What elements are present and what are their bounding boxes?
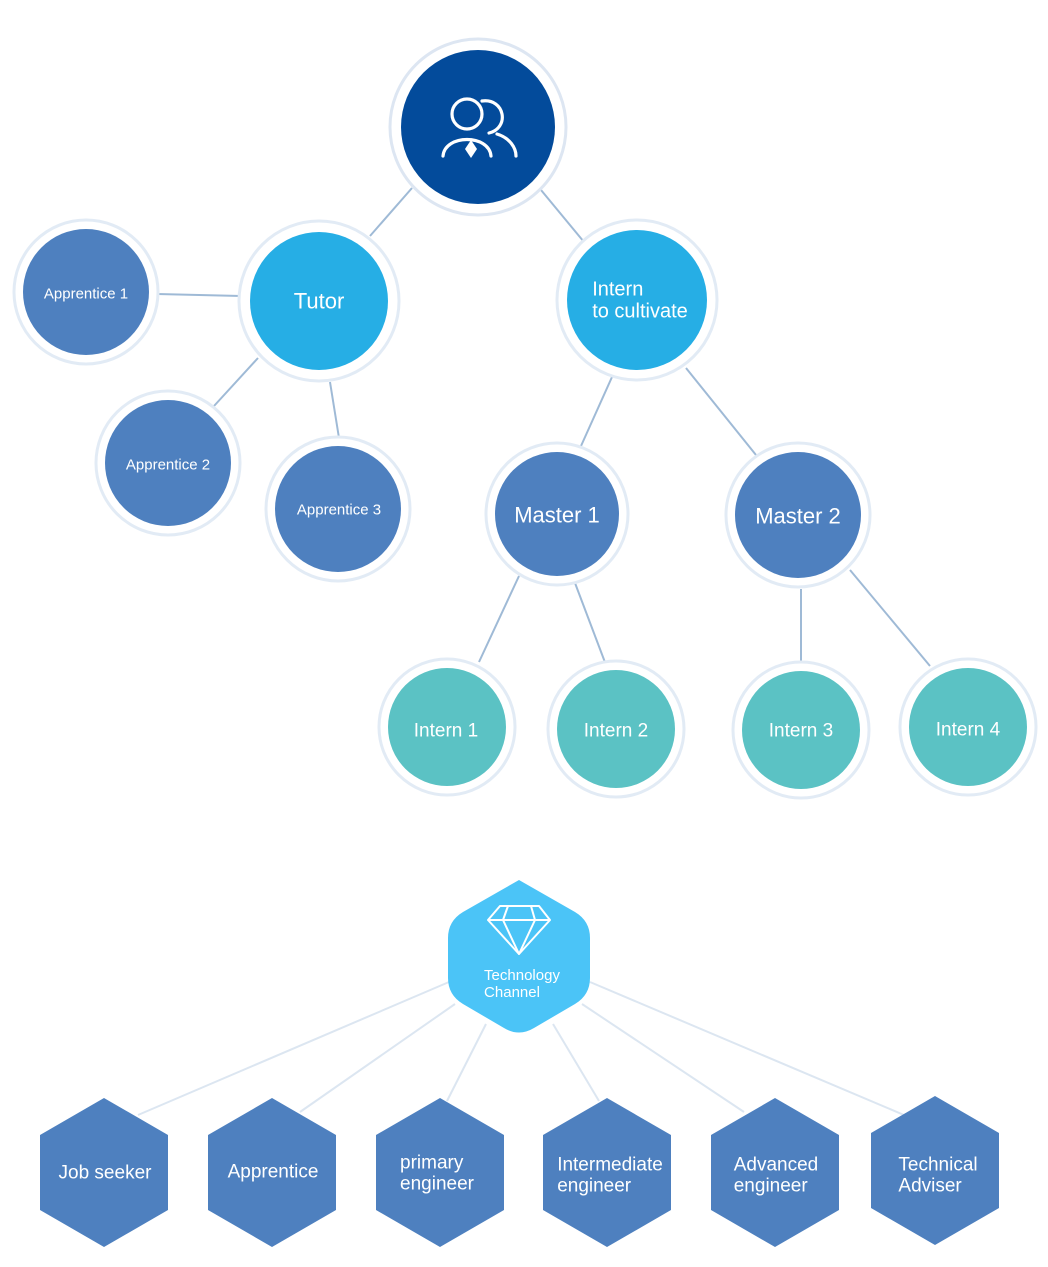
users-icon [441, 97, 518, 158]
level-label-primary-engineer: primary engineer [400, 1153, 474, 1196]
intern-cultivate-node [567, 230, 707, 370]
level-hex-primary-engineer [376, 1098, 504, 1247]
level-label-job-seeker: Job seeker [59, 1162, 152, 1183]
tutor-label: Tutor [293, 288, 345, 314]
connector-hub-level6 [589, 981, 905, 1116]
intern2-label: Intern 2 [583, 720, 649, 742]
connector-master2-intern4 [849, 569, 931, 667]
apprentice3-node [275, 446, 401, 572]
connector-hub-level4 [552, 1023, 600, 1102]
master2-node [735, 452, 861, 578]
level-label-apprentice: Apprentice [228, 1161, 319, 1182]
connector-master1-intern2 [574, 582, 607, 666]
master2-label: Master 2 [755, 503, 841, 529]
level-hex-job-seeker [40, 1098, 168, 1247]
level-label-line2: engineer [400, 1174, 474, 1195]
level-label-line1: primary [400, 1152, 464, 1174]
level-hex-intermediate-engineer [543, 1098, 671, 1247]
intern-cultivate-line1: Intern [592, 278, 644, 301]
channel-connectors [137, 981, 905, 1116]
level-label-line1: Technical [898, 1154, 978, 1176]
root-node [401, 50, 555, 204]
level-hex-apprentice [208, 1098, 336, 1247]
apprentice3-label: Apprentice 3 [296, 501, 382, 519]
connector-hub-level1 [137, 981, 450, 1116]
apprentice2-label: Apprentice 2 [125, 456, 211, 474]
intern1-node [388, 668, 506, 786]
technology-channel-hub [448, 880, 590, 1033]
intern-cultivate-line2: to cultivate [592, 301, 688, 323]
level-hex-technical-adviser [871, 1096, 999, 1245]
connector-tutor-apprentice2 [213, 357, 259, 407]
intern2-node [557, 670, 675, 788]
tutor-node [250, 232, 388, 370]
connector-intern-master2 [685, 367, 757, 456]
level-label-line2: engineer [557, 1176, 632, 1197]
connector-tutor-apprentice3 [329, 381, 340, 439]
master1-node [495, 452, 619, 576]
apprentice1-node [23, 229, 149, 355]
level-label-line2: Adviser [898, 1176, 962, 1197]
master1-label: Master 1 [514, 502, 600, 528]
connector-root-tutor [369, 187, 413, 237]
level-label-line2: engineer [733, 1176, 808, 1197]
technology-channel-line1: Technology [484, 967, 560, 985]
intern3-node [742, 671, 860, 789]
intern4-label: Intern 4 [935, 719, 1001, 741]
connector-root-intern [540, 189, 585, 243]
level-label-line1: Advanced [733, 1154, 819, 1176]
apprentice2-node [105, 400, 231, 526]
level-label-line1: Apprentice [227, 1161, 319, 1183]
intern4-node [909, 668, 1027, 786]
level-label-line1: Intermediate [557, 1154, 663, 1176]
level-label-advanced-engineer: Advanced engineer [734, 1155, 819, 1198]
level-label-intermediate-engineer: Intermediate engineer [557, 1155, 663, 1198]
connector-master1-intern1 [478, 575, 520, 663]
technology-channel-label: Technology Channel [484, 967, 560, 1002]
level-label-technical-adviser: Technical Adviser [898, 1155, 977, 1198]
intern3-label: Intern 3 [768, 720, 834, 742]
level-label-line1: Job seeker [58, 1162, 152, 1184]
connector-intern-master1 [580, 376, 613, 447]
tree-connectors [156, 187, 931, 667]
connector-hub-level2 [299, 1003, 456, 1113]
intern-cultivate-label: Intern to cultivate [592, 279, 688, 324]
level-hex-advanced-engineer [711, 1098, 839, 1247]
connector-tutor-apprentice1 [156, 293, 242, 297]
connector-hub-level5 [581, 1003, 745, 1113]
diamond-icon [487, 905, 551, 955]
technology-channel-line2: Channel [484, 984, 540, 1001]
apprentice1-label: Apprentice 1 [43, 285, 129, 303]
intern1-label: Intern 1 [413, 720, 479, 742]
connector-hub-level3 [446, 1023, 487, 1102]
